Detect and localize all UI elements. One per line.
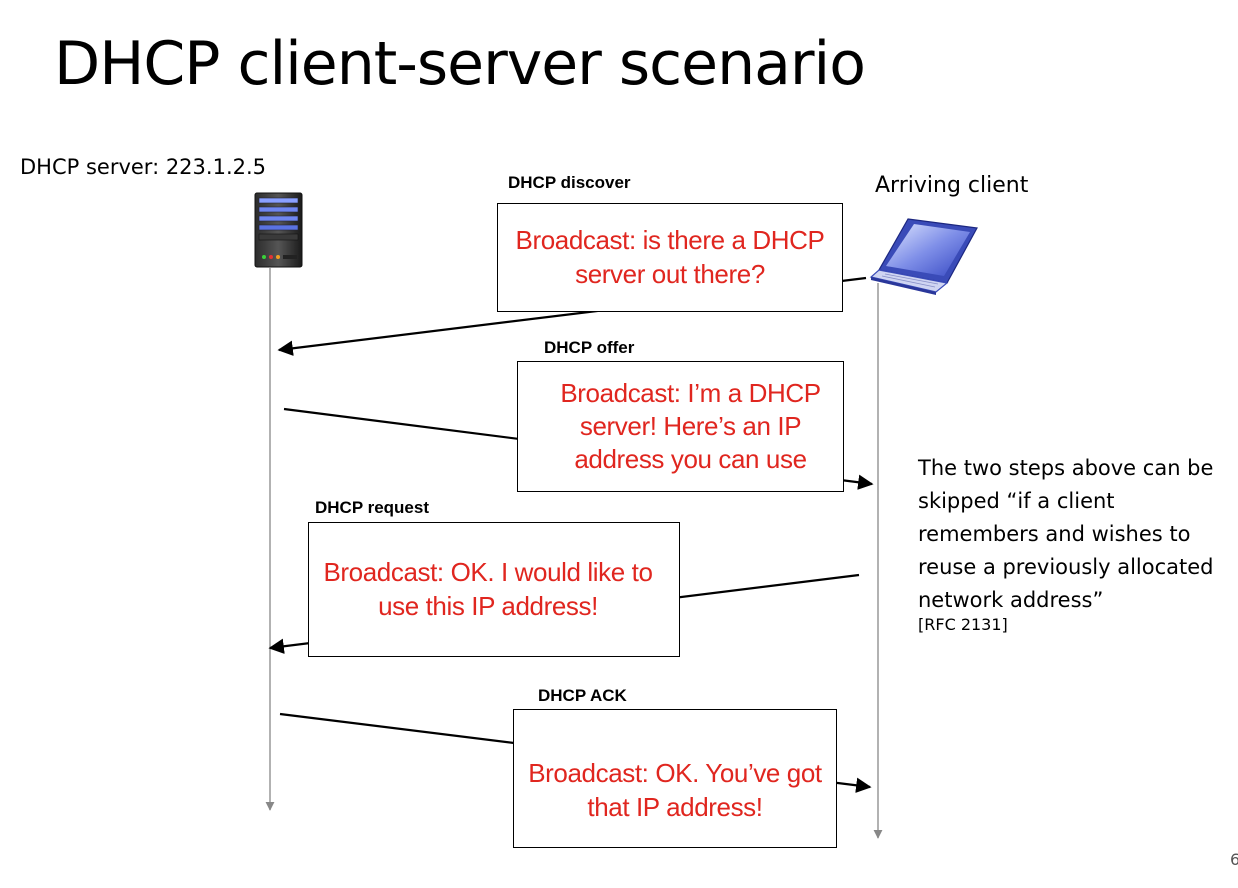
message-name-ack: DHCP ACK (538, 686, 627, 705)
server-icon (254, 192, 303, 268)
laptop-icon (869, 218, 978, 295)
client-label: Arriving client (875, 173, 1029, 198)
message-box-ack: Broadcast: OK. You’ve got that IP addres… (513, 709, 837, 848)
slide-title: DHCP client-server scenario (54, 29, 866, 99)
message-text-offer: Broadcast: I’m a DHCP server! Here’s an … (560, 377, 821, 474)
server-label: DHCP server: 223.1.2.5 (20, 155, 267, 179)
message-box-request: Broadcast: OK. I would like to use this … (308, 522, 680, 657)
message-text-ack: Broadcast: OK. You’ve got that IP addres… (528, 758, 822, 822)
message-text-request: Broadcast: OK. I would like to use this … (323, 557, 653, 621)
message-name-discover: DHCP discover (508, 173, 631, 192)
side-note-text: The two steps above can be skipped “if a… (918, 456, 1214, 612)
message-name-offer: DHCP offer (544, 338, 635, 357)
message-box-offer: Broadcast: I’m a DHCP server! Here’s an … (517, 361, 844, 492)
page-number: 6 (1230, 850, 1238, 869)
side-note: The two steps above can be skipped “if a… (918, 452, 1223, 635)
side-note-reference: [RFC 2131] (918, 615, 1008, 634)
message-name-request: DHCP request (315, 498, 429, 517)
message-box-discover: Broadcast: is there a DHCP server out th… (497, 203, 843, 312)
message-text-discover: Broadcast: is there a DHCP server out th… (515, 225, 825, 289)
